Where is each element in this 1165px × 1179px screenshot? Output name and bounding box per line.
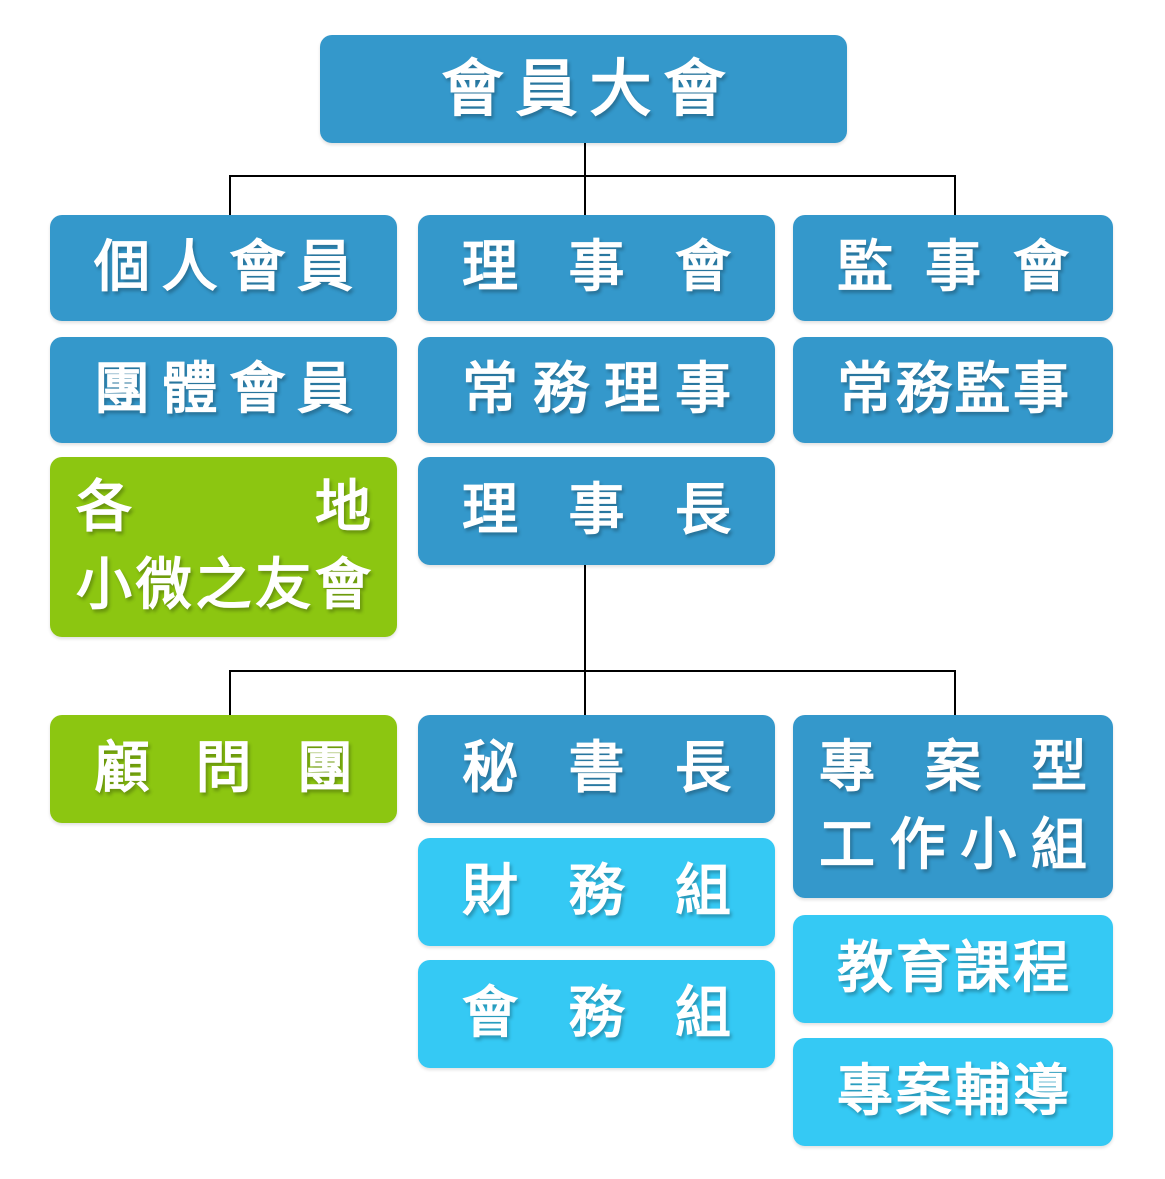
node-label-line: 理事長 — [462, 478, 731, 544]
connector-chairman-trunk — [584, 564, 586, 716]
node-local-friends-clubs: 各地小微之友會 — [50, 457, 397, 637]
node-group-members: 團體會員 — [50, 337, 397, 443]
node-label-line: 理事會 — [462, 235, 731, 301]
node-label-line: 顧問團 — [94, 736, 353, 802]
connector-drop-project-workgroup — [954, 670, 956, 716]
node-label-line: 小微之友會 — [76, 553, 371, 618]
node-label-line: 財務組 — [462, 859, 731, 925]
node-standing-supervisors: 常務監事 — [793, 337, 1113, 443]
node-board-of-directors: 理事會 — [418, 215, 775, 321]
connector-drop-advisory-group — [229, 670, 231, 716]
node-chairman: 理事長 — [418, 457, 775, 565]
node-education-courses: 教育課程 — [793, 915, 1113, 1023]
node-affairs-team: 會務組 — [418, 960, 775, 1068]
node-label-line: 秘書長 — [462, 736, 731, 802]
node-label-line: 會務組 — [462, 981, 731, 1047]
node-label-line: 常務監事 — [837, 357, 1069, 423]
node-label-line: 專案型 — [819, 734, 1087, 800]
connector-row2-rail — [229, 670, 956, 672]
node-label-line: 工作小組 — [819, 812, 1087, 878]
node-project-workgroup: 專案型工作小組 — [793, 715, 1113, 898]
node-label-line: 各地 — [76, 475, 371, 541]
node-secretary-general: 秘書長 — [418, 715, 775, 823]
node-individual-members: 個人會員 — [50, 215, 397, 321]
node-member-assembly: 會員大會 — [320, 35, 847, 143]
node-label-line: 專案輔導 — [837, 1059, 1069, 1125]
node-label-line: 會員大會 — [441, 51, 726, 125]
node-advisory-group: 顧問團 — [50, 715, 397, 823]
connector-drop-board-of-supervisors — [954, 175, 956, 216]
connector-row1-rail — [229, 175, 956, 177]
node-label-line: 團體會員 — [94, 357, 353, 423]
node-label-line: 個人會員 — [94, 235, 353, 301]
node-standing-directors: 常務理事 — [418, 337, 775, 443]
connector-assembly-trunk — [584, 142, 586, 216]
node-label-line: 常務理事 — [462, 357, 731, 423]
node-finance-team: 財務組 — [418, 838, 775, 946]
node-label-line: 教育課程 — [837, 936, 1069, 1002]
node-project-coaching: 專案輔導 — [793, 1038, 1113, 1146]
connector-drop-individual-members — [229, 175, 231, 216]
node-label-line: 監事會 — [837, 235, 1069, 301]
node-board-of-supervisors: 監事會 — [793, 215, 1113, 321]
